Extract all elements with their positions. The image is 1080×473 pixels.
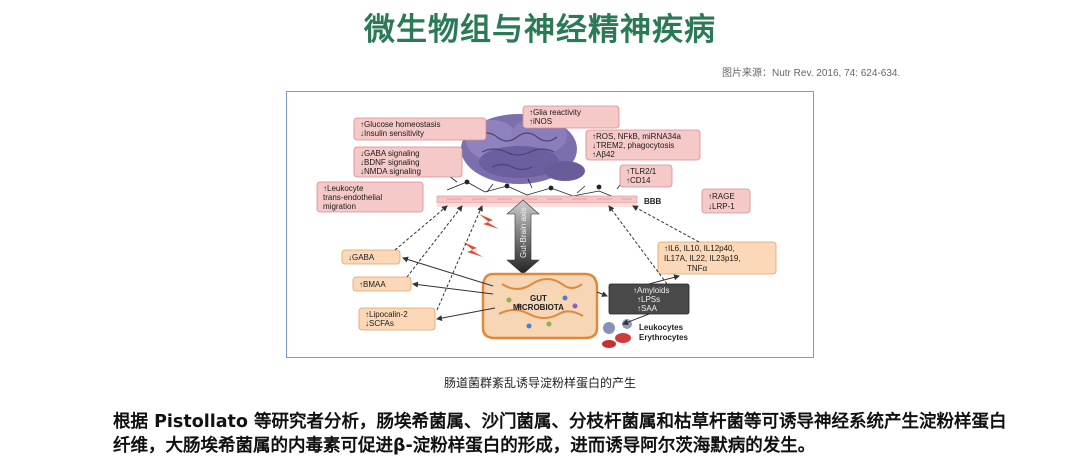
pathway-arrows	[394, 205, 700, 326]
brain-effect-box-4: ↑Glia reactivity ↑iNOS	[522, 105, 620, 129]
gut-effect-box-1: ↓GABA	[341, 249, 401, 265]
axis-label: Gut-Brain axis	[519, 207, 528, 258]
box-line: ↑iNOS	[529, 117, 552, 126]
figure-gut-brain-axis: BBB ↑Glucose homeostasis ↓Insulin sensit…	[286, 91, 814, 358]
box-line: ↑RAGE	[708, 192, 735, 201]
box-line: ↑Leukocyte	[323, 184, 364, 193]
image-source: 图片来源：Nutr Rev. 2016, 74: 624-634.	[722, 68, 901, 79]
page-title: 微生物组与神经精神疾病	[364, 12, 716, 48]
blood-cells-icon	[602, 319, 632, 348]
box-line: trans-endothelial	[323, 193, 382, 202]
box-line: ↑TLR2/1	[626, 167, 657, 176]
box-line: ↑Aβ42	[592, 150, 615, 159]
box-line: ↓Insulin sensitivity	[360, 129, 424, 138]
brain-effect-box-1: ↑Glucose homeostasis ↓Insulin sensitivit…	[353, 117, 487, 141]
box-line: ↓SCFAs	[365, 319, 394, 328]
box-line: TNFα	[687, 264, 708, 273]
lightning-icon	[463, 214, 499, 257]
box-line: IL17A, IL22, IL23p19,	[664, 254, 741, 263]
gut-effect-box-2: ↑BMAA	[352, 276, 412, 292]
gut-label: GUT	[530, 294, 547, 303]
box-line: ↓TREM2, phagocytosis	[592, 141, 674, 150]
brain-effect-box-2: ↓GABA signaling ↓BDNF signaling ↓NMDA si…	[353, 146, 463, 178]
box-line: ↑ROS, NFkB, miRNA34a	[592, 132, 681, 141]
figure-caption: 肠道菌群紊乱诱导淀粉样蛋白的产生	[443, 376, 636, 390]
box-line: ↑BMAA	[359, 280, 386, 289]
box-line: ↑SAA	[637, 304, 658, 313]
gut-effect-box-3: ↑Lipocalin-2 ↓SCFAs	[358, 307, 436, 331]
box-line: ↑Amyloids	[633, 286, 669, 295]
microbial-products-box: ↑Amyloids ↑LPSs ↑SAA	[608, 283, 690, 315]
brain-effect-box-5: ↑ROS, NFkB, miRNA34a ↓TREM2, phagocytosi…	[585, 129, 701, 161]
gut-illustration	[481, 272, 599, 340]
box-line: ↓GABA	[348, 253, 375, 262]
box-line: ↑Lipocalin-2	[365, 310, 408, 319]
box-line: ↑Glia reactivity	[529, 108, 581, 117]
box-line: ↑IL6, IL10, IL12p40,	[664, 244, 735, 253]
brain-effect-box-3: ↑Leukocyte trans-endothelial migration	[316, 181, 424, 213]
neuron-network	[446, 175, 624, 200]
bbb-label: BBB	[644, 197, 662, 206]
body-paragraph: 根据 Pistollato 等研究者分析，肠埃希菌属、沙门菌属、分枝杆菌属和枯草…	[113, 412, 1007, 456]
brain-effect-box-6: ↑TLR2/1 ↑CD14	[619, 164, 673, 188]
cytokine-box: ↑IL6, IL10, IL12p40, IL17A, IL22, IL23p1…	[657, 241, 777, 275]
box-line: ↑CD14	[626, 176, 651, 185]
box-line: ↓LRP-1	[708, 202, 735, 211]
brain-effect-box-7: ↑RAGE ↓LRP-1	[701, 188, 751, 214]
box-line: ↓BDNF signaling	[360, 158, 420, 167]
figure-svg: BBB ↑Glucose homeostasis ↓Insulin sensit…	[316, 105, 777, 348]
box-line: migration	[323, 202, 356, 211]
box-line: ↓NMDA signaling	[360, 167, 421, 176]
erythrocytes-label: Erythrocytes	[639, 333, 688, 342]
box-line: ↑Glucose homeostasis	[360, 120, 440, 129]
leukocytes-label: Leukocytes	[639, 323, 684, 332]
gut-brain-axis-arrow: Gut-Brain axis	[506, 199, 540, 275]
box-line: ↓GABA signaling	[360, 149, 420, 158]
box-line: ↑LPSs	[637, 295, 660, 304]
blood-brain-barrier	[436, 195, 638, 207]
microbiota-label: MICROBIOTA	[513, 303, 564, 312]
